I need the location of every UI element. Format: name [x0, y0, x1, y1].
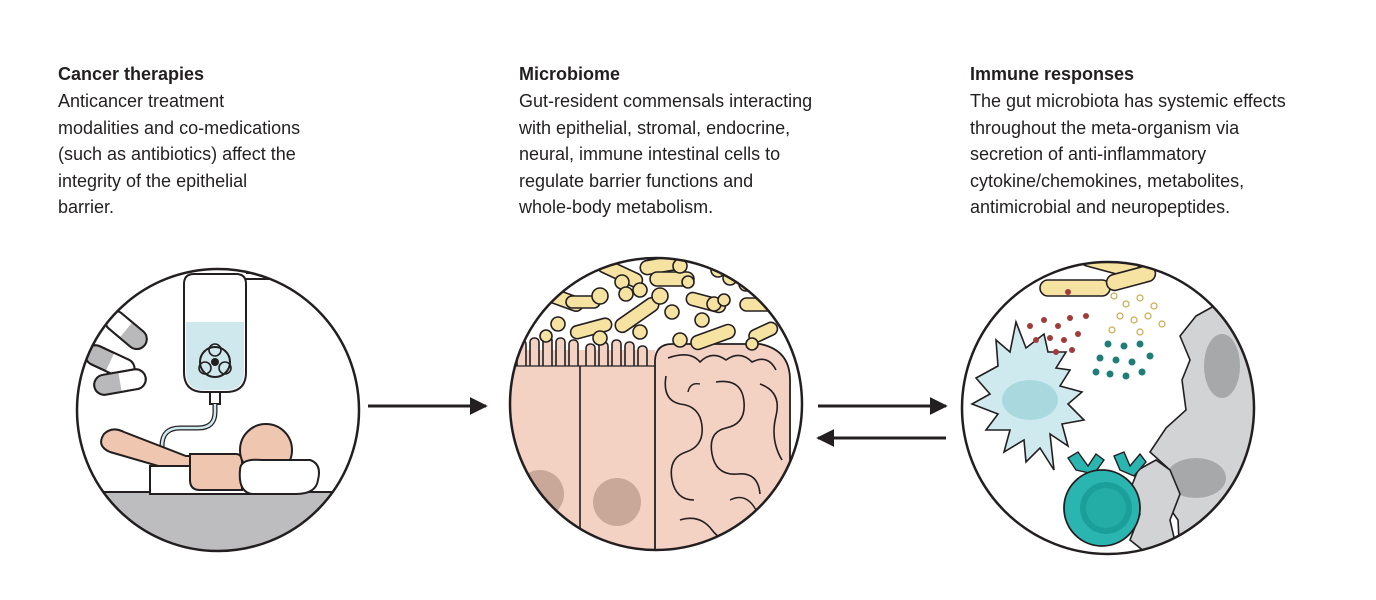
- description-line: whole-body metabolism.: [519, 197, 714, 217]
- panel-description-immune-responses: The gut microbiota has systemic effects …: [970, 88, 1330, 221]
- description-line: Anticancer treatment: [58, 91, 225, 111]
- secreted-molecules: [1027, 289, 1166, 380]
- description-line: (such as antibiotics) affect the: [58, 144, 296, 164]
- description-line: cytokine/chemokines, metabolites,: [970, 170, 1245, 191]
- commensal-bacteria: [539, 258, 781, 351]
- description-line: regulate barrier functions and: [519, 170, 754, 191]
- panel-cancer-therapies: Cancer therapies Anticancer treatment mo…: [58, 62, 358, 221]
- description-line: modalities and co-medications: [58, 117, 301, 138]
- panel-description-microbiome: Gut-resident commensals interacting with…: [519, 88, 864, 221]
- description-line: neural, immune intestinal cells to: [519, 144, 781, 164]
- pillow: [238, 458, 320, 495]
- rod-bacteria: [1039, 262, 1157, 297]
- biohazard-icon: [199, 346, 231, 378]
- description-line: with epithelial, stromal, endocrine,: [519, 117, 791, 138]
- microbiome-illustration: [508, 256, 804, 552]
- villi: [516, 335, 648, 377]
- bed-shape: [77, 491, 359, 551]
- description-line: barrier.: [58, 197, 115, 217]
- cell-nucleus: [593, 478, 641, 526]
- panel-microbiome: Microbiome Gut-resident commensals inter…: [519, 62, 864, 221]
- description-line: throughout the meta-organism via: [970, 117, 1240, 138]
- lymphocyte-cell: [1063, 451, 1147, 547]
- pill-icon: [104, 310, 148, 350]
- panel-description-cancer-therapies: Anticancer treatment modalities and co-m…: [58, 88, 358, 221]
- panel-title-immune-responses: Immune responses: [970, 64, 1135, 84]
- pill-icon: [92, 368, 147, 396]
- immune-response-illustration: [960, 260, 1256, 556]
- iv-bag-icon: [183, 273, 247, 405]
- cancer-therapy-illustration: [75, 267, 361, 553]
- description-line: The gut microbiota has systemic effects: [970, 91, 1286, 111]
- description-line: antimicrobial and neuropeptides.: [970, 197, 1231, 217]
- panel-title-microbiome: Microbiome: [519, 64, 621, 84]
- description-line: Gut-resident commensals interacting: [519, 91, 813, 111]
- panel-title-cancer-therapies: Cancer therapies: [58, 64, 205, 84]
- intestine-loops: [654, 343, 791, 550]
- description-line: secretion of anti-inflammatory: [970, 144, 1207, 164]
- panel-immune-responses: Immune responses The gut microbiota has …: [970, 62, 1330, 221]
- description-line: integrity of the epithelial: [58, 170, 248, 191]
